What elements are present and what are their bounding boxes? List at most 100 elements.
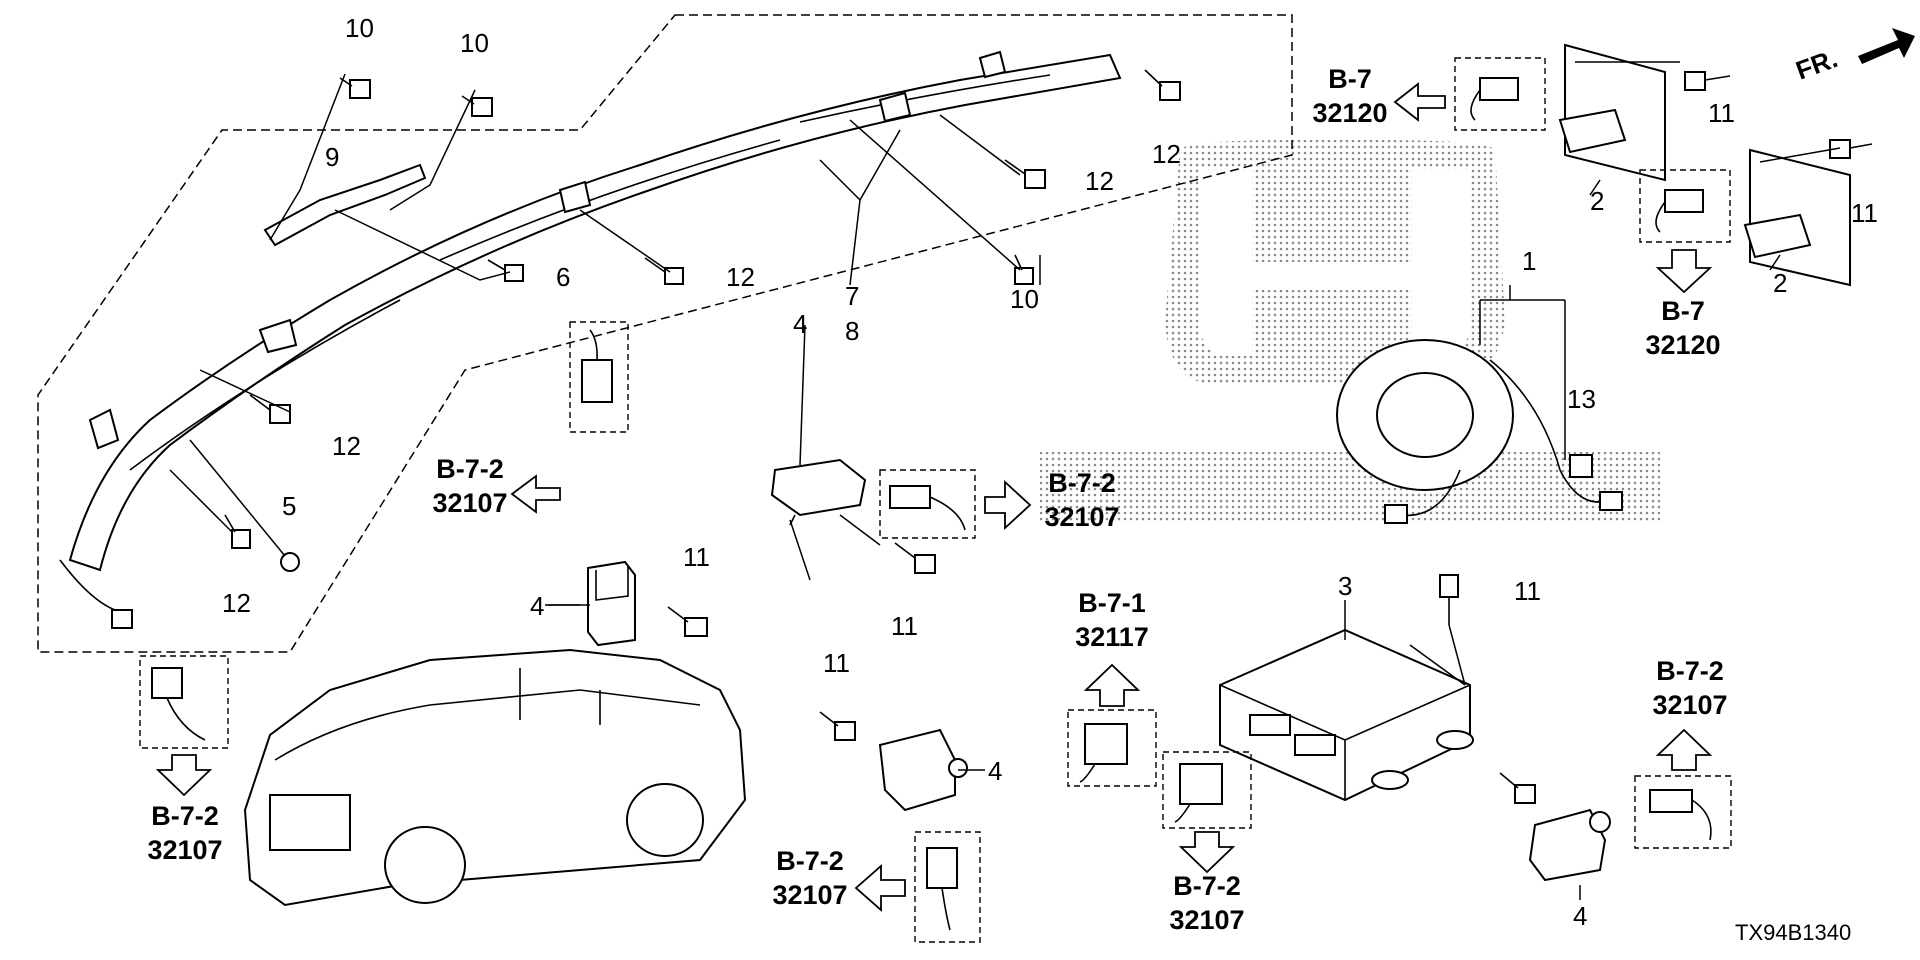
bolt-icon [819,711,856,741]
callouts: 1 2 2 3 4 4 4 4 5 6 7 8 9 10 10 10 11 11… [222,13,1878,931]
callout-9: 9 [325,142,339,172]
leader-lines [169,61,1841,900]
svg-text:32107: 32107 [1044,502,1119,532]
svg-text:32107: 32107 [147,835,222,865]
impact-sensor-right [1528,808,1611,882]
connector-box [1634,775,1732,849]
callout-4: 4 [793,309,807,339]
bolt-icon [1499,772,1536,804]
bolt-icon [1144,69,1181,101]
bolt-icon [644,257,684,285]
bolt-icon [280,552,300,572]
callout-11: 11 [891,611,918,641]
callout-5: 5 [282,491,296,521]
callout-2: 2 [1773,268,1787,298]
reference-label: B-7-2 32107 [1044,468,1119,532]
callout-2: 2 [1590,186,1604,216]
callout-11: 11 [1851,198,1878,228]
connector-details [139,57,1732,943]
callout-10: 10 [345,13,374,43]
callout-4: 4 [988,756,1002,786]
curtain-airbag-group-boundary [37,14,1293,653]
callout-3: 3 [1338,571,1352,601]
connector-box [1067,709,1157,787]
reference-arrow-icon [1083,663,1141,707]
connector-box [569,321,629,433]
connector-box [879,469,976,539]
reference-label: B-7 32120 [1312,64,1387,128]
svg-text:B-7-2: B-7-2 [1173,871,1241,901]
connector-box [1454,57,1546,131]
callout-12: 12 [222,588,251,618]
side-impact-sensor-right-lower [1743,148,1851,287]
diagram-code: TX94B1340 [1735,920,1851,945]
reference-arrow-icon [984,479,1032,531]
cable-reel [1336,339,1623,524]
impact-sensor-lower [878,728,968,812]
reference-label: B-7-2 32107 [432,454,507,518]
svg-text:B-7: B-7 [1328,64,1372,94]
svg-text:32107: 32107 [432,488,507,518]
svg-text:B-7-2: B-7-2 [436,454,504,484]
bolt-icon [339,77,371,99]
callout-12: 12 [1152,139,1181,169]
bolt-icon [1684,71,1731,91]
reference-label: B-7-1 32117 [1075,588,1149,652]
front-impact-sensor [770,458,867,526]
connector-box [1162,751,1252,829]
callout-7: 7 [845,281,859,311]
svg-text:32107: 32107 [772,880,847,910]
callout-10: 10 [460,28,489,58]
callout-11: 11 [1514,576,1541,606]
reference-label: B-7-2 32107 [772,846,847,910]
callout-4: 4 [1573,901,1587,931]
reference-arrow-icon [155,754,213,797]
connector-box [1639,169,1731,243]
bolt-icon [1004,159,1046,189]
side-impact-sensor-center [587,560,636,647]
svg-text:B-7-2: B-7-2 [1048,468,1116,498]
srs-unit [1219,628,1474,802]
front-arrow-icon [1858,28,1915,64]
bracket [263,163,427,247]
reference-arrow-icon [854,864,906,912]
svg-text:B-7-1: B-7-1 [1078,588,1146,618]
vehicle-illustration [243,648,747,907]
reference-arrow-icon [1655,249,1713,294]
svg-text:B-7: B-7 [1661,296,1705,326]
reference-arrows [155,82,1713,912]
reference-label: B-7-2 32107 [1652,656,1727,720]
connector-box [139,655,229,749]
reference-arrow-icon [1178,831,1236,874]
bolt-icon [1439,574,1459,625]
bolt-icon [667,606,708,637]
callout-8: 8 [845,316,859,346]
front-label: FR. [1792,43,1842,86]
svg-text:32107: 32107 [1169,905,1244,935]
reference-label: B-7 32120 [1645,296,1720,360]
honda-watermark-logo [1040,140,1660,522]
bolt-icon [487,259,524,282]
svg-text:32120: 32120 [1312,98,1387,128]
svg-text:B-7-2: B-7-2 [776,846,844,876]
reference-label: B-7-2 32107 [147,801,222,865]
svg-text:32107: 32107 [1652,690,1727,720]
reference-arrow-icon [1655,728,1713,771]
bolt-icon [894,542,936,574]
curtain-airbag [59,50,1122,629]
callout-11: 11 [1708,98,1735,128]
front-direction-marker: FR. [1792,28,1915,86]
reference-arrow-icon [510,474,561,514]
reference-labels: B-7 32120 B-7 32120 B-7-2 32107 B-7-2 32… [147,64,1727,935]
callout-12: 12 [1085,166,1114,196]
svg-text:32120: 32120 [1645,330,1720,360]
callout-12: 12 [726,262,755,292]
callout-12: 12 [332,431,361,461]
callout-13: 13 [1567,384,1596,414]
bolt-icon [1014,254,1034,285]
svg-text:32117: 32117 [1075,622,1149,652]
side-impact-sensor-right-upper [1558,43,1666,182]
callout-11: 11 [683,542,710,572]
callout-10: 10 [1010,284,1039,314]
